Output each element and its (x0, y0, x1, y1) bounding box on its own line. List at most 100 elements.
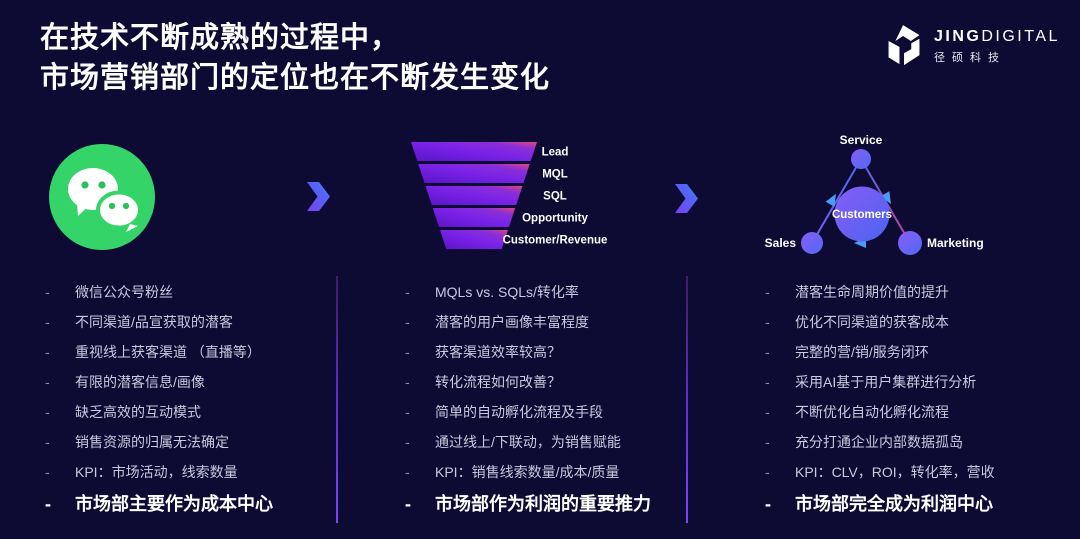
funnel-stage-band (432, 208, 516, 227)
list-item: - 微信公众号粉丝 (45, 283, 330, 302)
bullet-dash: - (765, 374, 770, 390)
bullet-text: 有限的潜客信息/画像 (75, 374, 205, 390)
bullet-dash: - (45, 434, 50, 450)
chevron-right-icon (675, 184, 698, 213)
title-line-1: 在技术不断成熟的过程中， (40, 22, 401, 54)
funnel-stage-band (411, 142, 537, 161)
bullet-list: - 微信公众号粉丝 - 不同渠道/品宣获取的潜客 - 重视线上获客渠道 （直播等） -… (45, 283, 330, 482)
bullet-dash: - (765, 464, 770, 480)
summary-text: 市场部主要作为成本中心 (75, 494, 273, 514)
bullet-dash: - (765, 434, 770, 450)
list-item: - 不断优化自动化孵化流程 (765, 403, 1070, 422)
bullet-dash: - (405, 464, 410, 480)
list-item: - 潜客生命周期价值的提升 (765, 283, 1070, 302)
bullet-list: -MQLs vs. SQLs/转化率 -潜客的用户画像丰富程度 -获客渠道效率较… (405, 283, 683, 482)
summary-row: - 市场部主要作为成本中心 (45, 493, 330, 515)
bullet-text: 充分打通企业内部数据孤岛 (795, 434, 963, 450)
funnel-stage-label: Lead (542, 147, 569, 159)
list-item: - KPI：CLV，ROI，转化率，营收 (765, 463, 1070, 482)
funnel-stage-label: SQL (543, 191, 567, 203)
bullet-text: 完整的营/销/服务闭环 (795, 344, 929, 360)
logo-brand: JINGDIGITAL (934, 27, 1060, 45)
bullet-text: 优化不同渠道的获客成本 (795, 314, 949, 330)
bullet-text: KPI：CLV，ROI，转化率，营收 (795, 464, 995, 480)
bullet-text: 潜客生命周期价值的提升 (795, 284, 949, 300)
column-divider (686, 276, 688, 523)
customer-triangle-diagram: Service Sales Marketing Customers (765, 133, 984, 255)
bullet-dash: - (45, 404, 50, 420)
bullet-dash: - (765, 284, 770, 300)
bullet-text: 通过线上/下联动，为销售赋能 (435, 434, 621, 450)
service-label: Service (840, 133, 883, 147)
bullet-text: 采用AI基于用户集群进行分析 (795, 374, 977, 390)
logo-text: JINGDIGITAL 径硕科技 (934, 28, 1060, 65)
bullet-dash: - (45, 284, 50, 300)
summary-text: 市场部作为利润的重要推力 (435, 494, 651, 514)
logo: JINGDIGITAL 径硕科技 (884, 24, 1060, 68)
service-node (851, 149, 871, 169)
summary-row: - 市场部作为利润的重要推力 (405, 493, 683, 515)
funnel-stage-band (440, 230, 508, 249)
bullet-text: 缺乏高效的互动模式 (75, 404, 201, 420)
chat-bubbles (68, 168, 142, 232)
arrow-down-icon (880, 191, 891, 205)
bullet-dash: - (45, 344, 50, 360)
list-item: - 通过线上/下联动，为销售赋能 (405, 433, 683, 452)
bullet-dash: - (405, 404, 410, 420)
bullet-dash: - (765, 344, 770, 360)
list-item: - 转化流程如何改善？ (405, 373, 683, 392)
list-item: -获客渠道效率较高？ (405, 343, 683, 362)
list-item: -简单的自动孵化流程及手段 (405, 403, 683, 422)
sales-node (801, 232, 823, 254)
list-item: - 完整的营/销/服务闭环 (765, 343, 1070, 362)
list-item: - 有限的潜客信息/画像 (45, 373, 330, 392)
funnel-stage-label: Customer/Revenue (503, 235, 608, 247)
column-customer-stage: - 潜客生命周期价值的提升 - 优化不同渠道的获客成本 - 完整的营/销/服务闭环 -… (765, 283, 1070, 515)
bullet-dash: - (405, 494, 411, 514)
title-line-2: 市场营销部门的定位也在不断发生变化 (40, 62, 551, 94)
list-item: - 重视线上获客渠道 （直播等） (45, 343, 330, 362)
summary-row: - 市场部完全成为利润中心 (765, 493, 1070, 515)
marketing-label: Marketing (927, 236, 984, 250)
bullet-text: 转化流程如何改善？ (435, 374, 561, 390)
customers-label: Customers (832, 209, 892, 221)
bullet-text: 重视线上获客渠道 （直播等） (75, 344, 261, 360)
bullet-text: 不断优化自动化孵化流程 (795, 404, 949, 420)
funnel-stage-label: MQL (542, 169, 568, 181)
bullet-text: MQLs vs. SQLs/转化率 (435, 284, 579, 300)
bullet-dash: - (765, 404, 770, 420)
bullet-dash: - (765, 494, 771, 514)
customers-circle (834, 186, 890, 242)
bullet-text: KPI：销售线索数量/成本/质量 (435, 464, 620, 480)
list-item: -潜客的用户画像丰富程度 (405, 313, 683, 332)
list-item: - 缺乏高效的互动模式 (45, 403, 330, 422)
list-item: - MQLs vs. SQLs/转化率 (405, 283, 683, 302)
bullet-text: 微信公众号粉丝 (75, 284, 173, 300)
bullet-dash: - (45, 314, 50, 330)
funnel-stage-band (425, 186, 523, 205)
bullet-dash: - (405, 284, 410, 300)
bullet-text: 不同渠道/品宣获取的潜客 (75, 314, 233, 330)
bullet-text: 潜客的用户画像丰富程度 (435, 314, 589, 330)
bullet-text: KPI：市场活动，线索数量 (75, 464, 238, 480)
list-item: - 充分打通企业内部数据孤岛 (765, 433, 1070, 452)
bullet-dash: - (765, 314, 770, 330)
bullet-dash: - (45, 494, 51, 514)
column-funnel-stage: -MQLs vs. SQLs/转化率 -潜客的用户画像丰富程度 -获客渠道效率较… (405, 283, 683, 515)
jingdigital-logo-icon (888, 25, 920, 66)
marketing-node (898, 231, 922, 255)
sales-label: Sales (765, 236, 797, 250)
bullet-dash: - (45, 374, 50, 390)
list-item: - KPI：销售线索数量/成本/质量 (405, 463, 683, 482)
list-item: - 不同渠道/品宣获取的潜客 (45, 313, 330, 332)
bullet-dash: - (405, 374, 410, 390)
summary-text: 市场部完全成为利润中心 (795, 494, 993, 514)
list-item: - 优化不同渠道的获客成本 (765, 313, 1070, 332)
list-item: -销售资源的归属无法确定 (45, 433, 330, 452)
column-wechat-stage: - 微信公众号粉丝 - 不同渠道/品宣获取的潜客 - 重视线上获客渠道 （直播等） -… (45, 283, 330, 515)
bullet-dash: - (405, 434, 410, 450)
column-divider (336, 276, 338, 523)
page-title: 在技术不断成熟的过程中， 市场营销部门的定位也在不断发生变化 (40, 18, 550, 98)
funnel-stage-label: Opportunity (522, 213, 588, 225)
logo-subtitle: 径硕科技 (934, 51, 1006, 64)
